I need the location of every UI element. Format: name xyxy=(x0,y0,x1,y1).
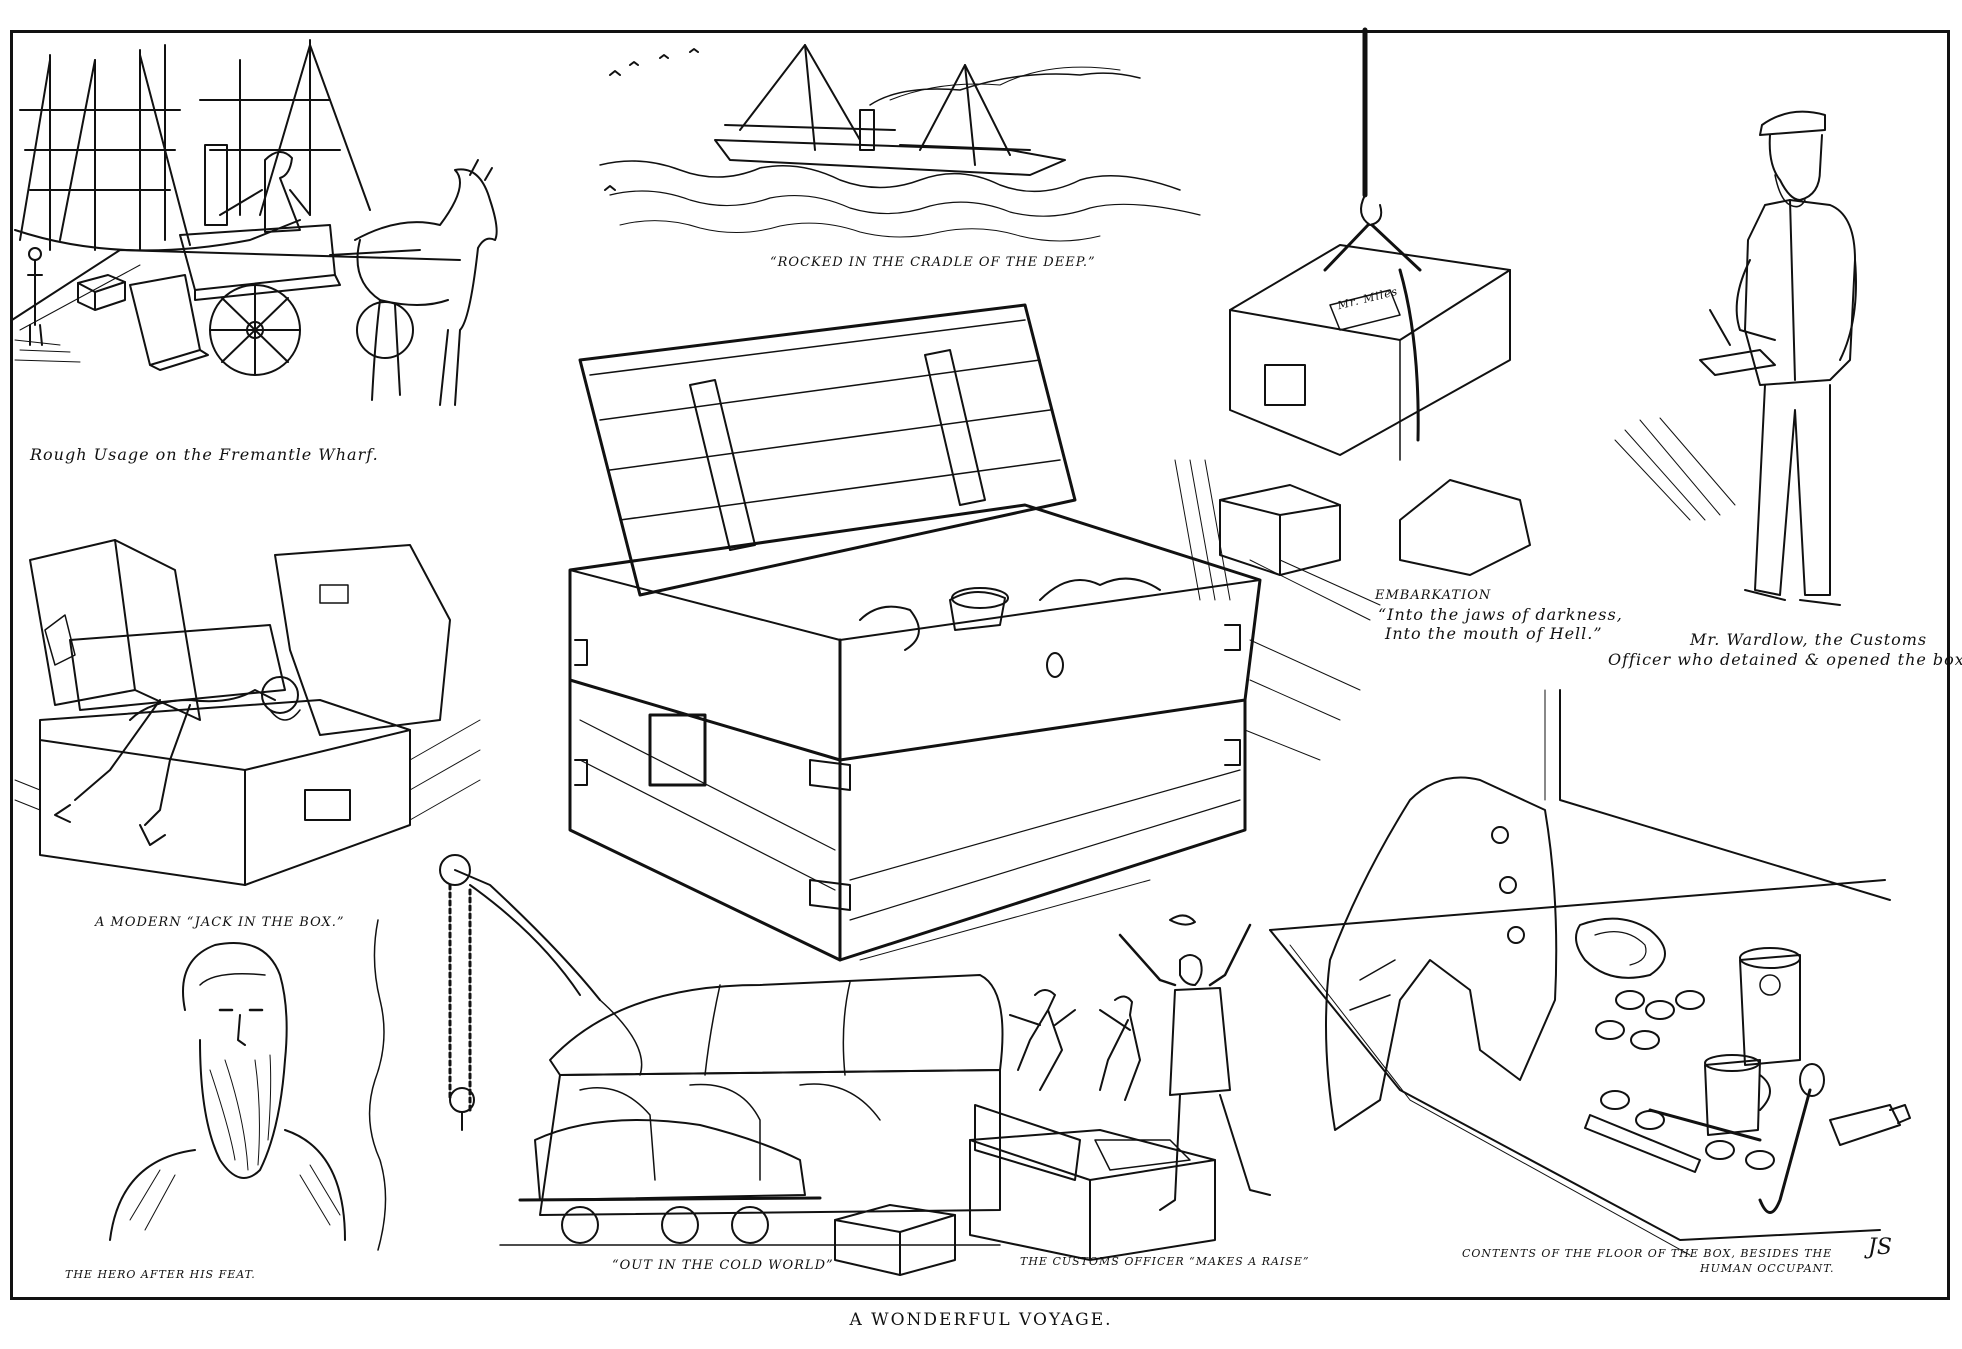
embarkation-quote-line-2: Into the mouth of Hell.” xyxy=(1385,624,1603,643)
contents-caption-line-1: Contents of the floor of the box, beside… xyxy=(1462,1247,1833,1260)
open-chest xyxy=(568,303,1361,962)
sea-caption: “Rocked in the cradle of the deep.” xyxy=(770,255,1096,270)
embarkation-quote-line-1: “Into the jaws of darkness, xyxy=(1378,605,1623,624)
raise-scene xyxy=(969,914,1271,1261)
contents-caption-line-2: human occupant. xyxy=(1700,1262,1835,1275)
plate-border xyxy=(10,30,1950,1300)
wharf-scene xyxy=(11,39,498,406)
horse-cart-icon xyxy=(179,159,498,406)
contents-scene xyxy=(1269,689,1911,1256)
ship-icon xyxy=(14,39,371,252)
plate-title: A WONDERFUL VOYAGE. xyxy=(849,1310,1113,1330)
crate-icon xyxy=(1229,244,1511,461)
officer-caption-line-2: Officer who detained & opened the box. xyxy=(1608,650,1962,669)
jack-in-box-caption: A Modern “Jack in the Box.” xyxy=(95,915,345,930)
steamer-icon xyxy=(599,44,1201,242)
officer-caption-line-1: Mr. Wardlow, the Customs xyxy=(1690,630,1928,649)
raise-caption: The Customs Officer “Makes a Raise” xyxy=(1020,1255,1310,1268)
wharf-caption: Rough Usage on the Fremantle Wharf. xyxy=(30,445,379,464)
jack-in-box-scene xyxy=(14,539,481,886)
railway-wagon-icon xyxy=(499,974,1004,1276)
portrait-icon xyxy=(1614,110,1857,606)
portrait-icon xyxy=(109,919,387,1251)
embarkation-scene xyxy=(1174,27,1531,621)
crane-icon xyxy=(439,854,601,1131)
hero-caption: The hero after his feat. xyxy=(65,1268,256,1281)
embarkation-caption: Embarkation xyxy=(1375,588,1492,603)
artist-signature: JS xyxy=(1868,1235,1892,1260)
train-caption: “Out in the cold world” xyxy=(612,1258,834,1273)
crate-icon xyxy=(77,274,126,311)
